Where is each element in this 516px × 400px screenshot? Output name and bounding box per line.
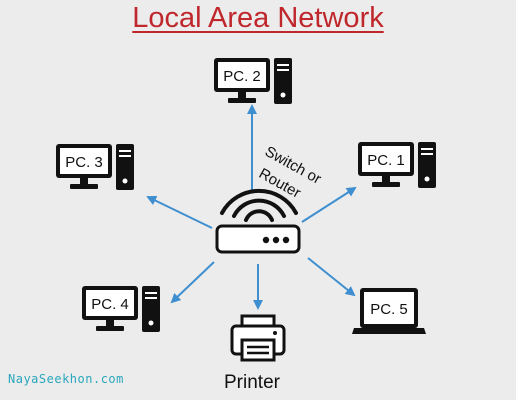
pc4-desktop-icon: PC. 4 [82,286,160,332]
pc4-label: PC. 4 [91,296,129,313]
pc1-label: PC. 1 [367,152,405,169]
arrow-to-pc3 [146,195,213,229]
arrow-to-pc1 [301,186,357,223]
arrow-to-pc4 [170,261,215,304]
pc1-desktop-icon: PC. 1 [358,142,436,188]
watermark: NayaSeekhon.com [8,372,124,386]
pc3-desktop-icon: PC. 3 [56,144,134,190]
router-icon [215,188,301,254]
diagram-title: Local Area Network [132,2,384,34]
printer-icon [230,314,286,362]
printer-label: Printer [224,372,280,393]
pc3-label: PC. 3 [65,154,103,171]
connection-arrows [146,104,357,310]
arrow-to-pc5 [307,257,356,297]
pc5-label: PC. 5 [370,301,408,318]
pc5-laptop-icon: PC. 5 [352,288,426,334]
pc2-label: PC. 2 [223,68,261,85]
pc2-desktop-icon: PC. 2 [214,58,292,104]
